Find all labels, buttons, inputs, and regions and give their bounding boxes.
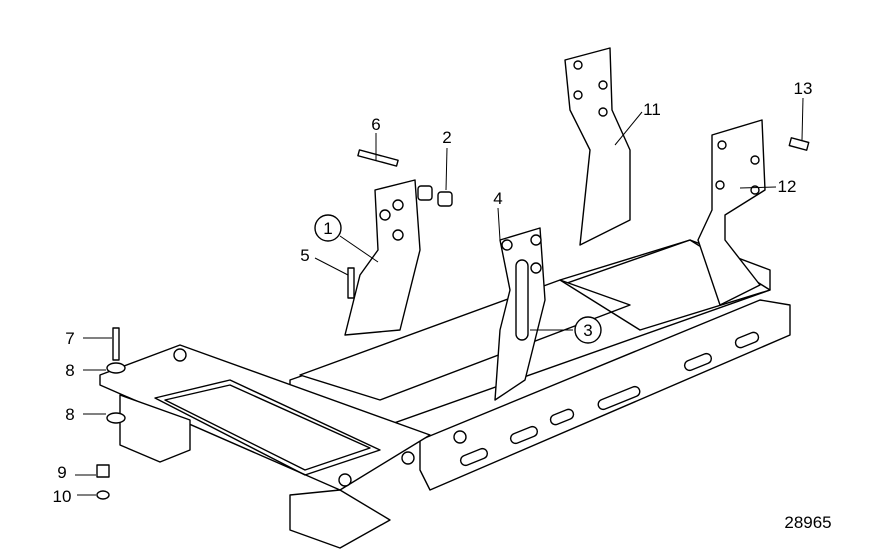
callout-7: 7 bbox=[65, 329, 74, 348]
callout-1: 1 bbox=[323, 219, 332, 238]
leader-lines bbox=[75, 97, 804, 496]
callout-circle-3 bbox=[574, 316, 602, 344]
callout-6: 6 bbox=[371, 115, 380, 134]
callout-12: 12 bbox=[778, 177, 797, 196]
small-parts bbox=[96, 137, 810, 500]
callout-10: 10 bbox=[53, 487, 72, 506]
frame bbox=[99, 239, 791, 549]
drawing-number: 28965 bbox=[784, 513, 831, 532]
callout-4: 4 bbox=[493, 189, 502, 208]
bracket-12 bbox=[697, 119, 766, 306]
callout-11: 11 bbox=[643, 100, 661, 119]
callout-9: 9 bbox=[57, 463, 66, 482]
callout-2: 2 bbox=[442, 128, 451, 147]
bracket-3 bbox=[494, 227, 546, 401]
callout-13: 13 bbox=[794, 79, 813, 98]
bracket-11 bbox=[564, 47, 631, 246]
bracket-1 bbox=[344, 179, 421, 336]
callout-8a: 8 bbox=[65, 361, 74, 380]
callout-circle-1 bbox=[314, 214, 342, 242]
callout-3: 3 bbox=[583, 321, 592, 340]
callout-5: 5 bbox=[300, 246, 309, 265]
callout-labels: 1 2 3 4 5 6 7 8 8 9 10 11 12 13 28965 bbox=[53, 79, 832, 532]
callout-8b: 8 bbox=[65, 405, 74, 424]
